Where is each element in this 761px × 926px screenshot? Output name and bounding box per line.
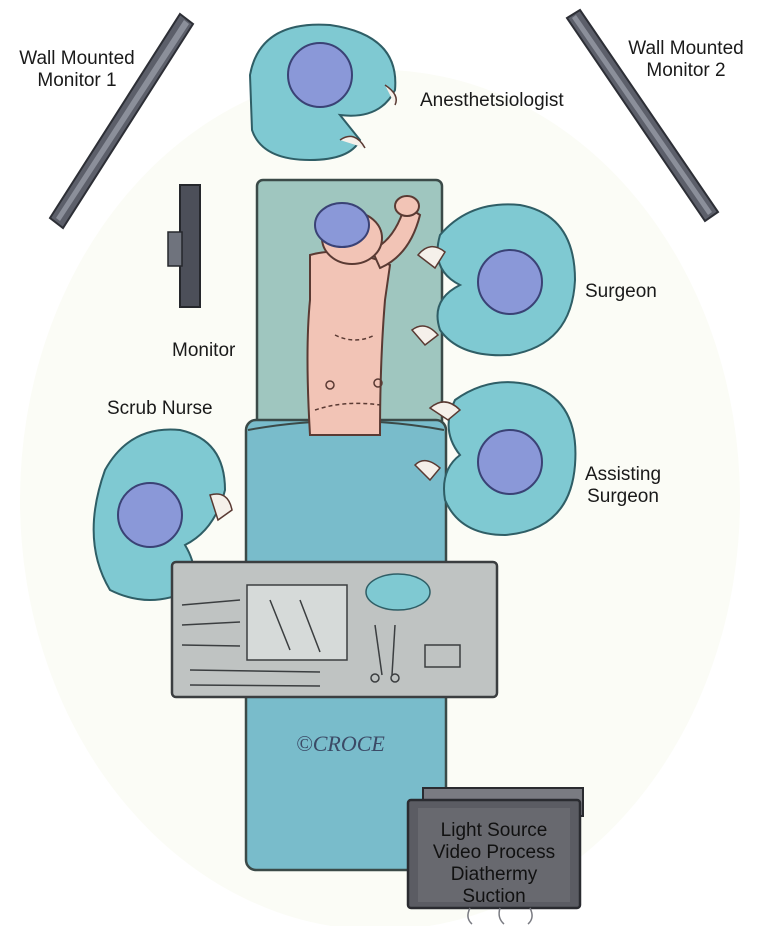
label-wall-monitor-1: Wall Mounted Monitor 1 bbox=[8, 48, 146, 92]
label-anesthesiologist: Anesthetsiologist bbox=[420, 90, 564, 112]
label-equipment-tower: Light Source Video Process Diathermy Suc… bbox=[418, 820, 570, 908]
label-wall-monitor-2: Wall Mounted Monitor 2 bbox=[617, 38, 755, 82]
label-surgeon: Surgeon bbox=[585, 281, 657, 303]
artist-signature: ©CROCE bbox=[296, 733, 385, 755]
instrument-tray bbox=[172, 562, 497, 697]
label-assisting-surgeon: Assisting Surgeon bbox=[578, 464, 668, 508]
label-scrub-nurse: Scrub Nurse bbox=[107, 398, 213, 420]
label-monitor: Monitor bbox=[172, 340, 235, 362]
